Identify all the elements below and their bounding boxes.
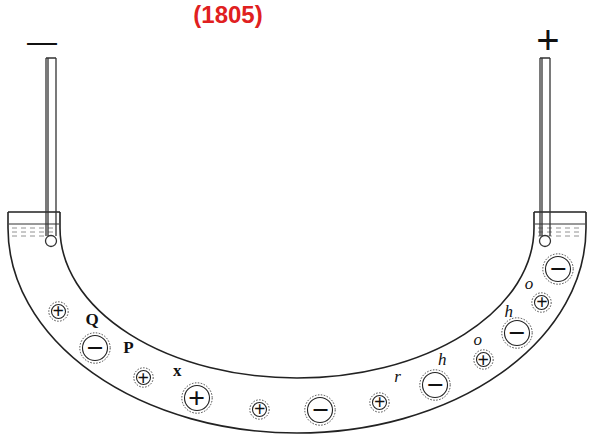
- dotted-halo: [532, 293, 551, 312]
- liquid-hatch: [48, 228, 53, 229]
- ion-sign: +: [536, 292, 547, 312]
- ion-circle-small: +: [531, 292, 552, 313]
- ion-sign: +: [53, 301, 64, 321]
- molecule-letter: o: [525, 275, 534, 292]
- electrode-wire: [540, 58, 550, 236]
- ion-circle-small: +: [369, 392, 390, 413]
- dotted-halo: [80, 333, 110, 363]
- ion-circle-large: −: [79, 332, 111, 364]
- dotted-halo: [134, 368, 153, 387]
- electrode-wire: [46, 58, 56, 236]
- ion-sign: +: [477, 350, 488, 370]
- ion-sign: −: [312, 395, 329, 425]
- ion-sign: −: [550, 254, 567, 284]
- tube-outer-wall: [8, 212, 586, 433]
- liquid-hatch: [574, 228, 579, 229]
- ion-circle-large: −: [419, 369, 451, 401]
- ion-circle-small: +: [48, 301, 69, 322]
- ion-sign: +: [374, 392, 385, 412]
- liquid-hatch: [574, 236, 579, 237]
- ion-circle-large: −: [542, 253, 574, 285]
- dotted-halo: [305, 395, 335, 425]
- dotted-halo: [250, 400, 269, 419]
- molecule-letter: r: [394, 368, 401, 385]
- molecule-letter: h: [504, 303, 513, 320]
- ion-sign: −: [508, 318, 525, 348]
- liquid-hatch: [30, 232, 35, 233]
- dotted-halo: [420, 370, 450, 400]
- liquid-hatch: [565, 232, 570, 233]
- liquid-hatch: [574, 232, 579, 233]
- liquid-hatch: [39, 228, 44, 229]
- year-label: (1805): [193, 3, 262, 27]
- electrode-tip: [46, 236, 57, 247]
- molecule-letter: h: [438, 351, 447, 368]
- polarity-sign: +: [536, 20, 559, 60]
- liquid-hatch: [556, 228, 561, 229]
- dotted-halo: [501, 318, 531, 348]
- dotted-halo: [370, 392, 389, 411]
- liquid-hatch: [12, 228, 17, 229]
- ion-circle-large: +: [181, 382, 213, 414]
- ion-sign: +: [138, 368, 149, 388]
- liquid-hatch: [556, 236, 561, 237]
- ion-circle-small: +: [249, 399, 270, 420]
- liquid-surface: [9, 224, 585, 236]
- molecule-letter: x: [173, 362, 182, 379]
- liquid-hatch: [565, 228, 570, 229]
- ion-circle-small: +: [133, 367, 154, 388]
- liquid-hatch: [565, 236, 570, 237]
- liquid-hatch: [30, 236, 35, 237]
- dotted-halo: [49, 301, 68, 320]
- tube-rim: [8, 211, 586, 213]
- liquid-hatch: [39, 232, 44, 233]
- tube-inner-wall: [60, 212, 534, 378]
- liquid-hatch: [30, 228, 35, 229]
- liquid-hatch: [39, 236, 44, 237]
- liquid-hatch: [12, 236, 17, 237]
- ion-circle-large: −: [501, 317, 533, 349]
- electrode-tip: [540, 236, 551, 247]
- dotted-halo: [473, 350, 492, 369]
- liquid-hatch: [556, 232, 561, 233]
- ion-sign: −: [426, 370, 443, 400]
- liquid-hatch: [21, 228, 26, 229]
- molecule-letter: Q: [86, 311, 99, 328]
- liquid-hatch: [21, 236, 26, 237]
- ion-sign: +: [188, 383, 205, 413]
- ion-circle-small: +: [473, 349, 494, 370]
- dotted-halo: [543, 254, 573, 284]
- ion-sign: −: [86, 333, 103, 363]
- liquid-hatch: [48, 232, 53, 233]
- ion-circle-large: −: [304, 394, 336, 426]
- liquid-hatch: [21, 232, 26, 233]
- liquid-hatch: [12, 232, 17, 233]
- molecule-letter: P: [123, 339, 133, 356]
- dotted-halo: [181, 382, 211, 412]
- molecule-letter: o: [473, 331, 482, 348]
- ion-sign: +: [254, 399, 265, 419]
- polarity-sign: —: [27, 27, 57, 57]
